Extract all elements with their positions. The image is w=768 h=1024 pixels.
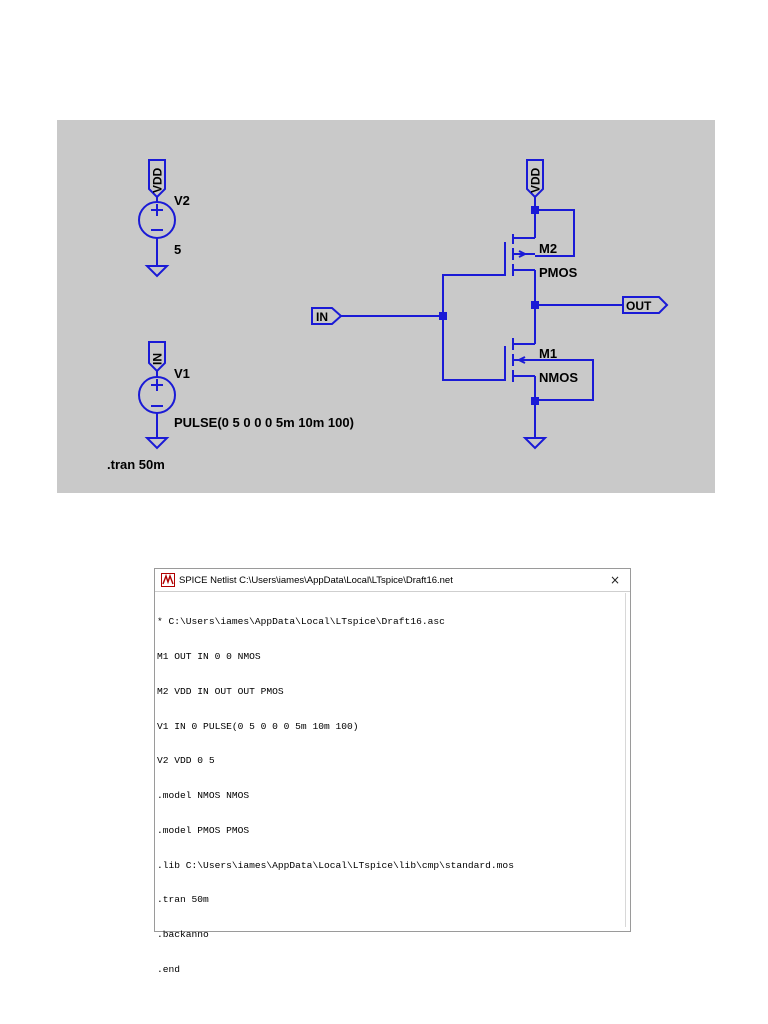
netlist-line: .model PMOS PMOS	[157, 824, 250, 836]
netlist-line: M1 OUT IN 0 0 NMOS	[157, 650, 261, 662]
close-icon[interactable]: ×	[609, 573, 621, 587]
in-port-label-left: IN	[151, 353, 165, 365]
window-title: SPICE Netlist C:\Users\iames\AppData\Loc…	[179, 574, 453, 586]
vdd-port-flag-right	[526, 159, 544, 199]
netlist-line: * C:\Users\iames\AppData\Local\LTspice\D…	[157, 616, 445, 628]
ground-icon	[144, 437, 170, 450]
vdd-port-label-left: VDD	[151, 167, 165, 193]
close-button[interactable]: ×	[606, 571, 624, 589]
v2-value-label: 5	[174, 242, 181, 257]
tran-directive[interactable]: .tran 50m	[107, 457, 165, 472]
window-titlebar[interactable]: SPICE Netlist C:\Users\iames\AppData\Loc…	[155, 569, 630, 592]
v1-name-label: V1	[174, 366, 190, 381]
out-port-label: OUT	[626, 299, 652, 313]
netlist-line: .tran 50m	[157, 894, 209, 906]
netlist-line: .model NMOS NMOS	[157, 790, 250, 802]
m1-model-label: NMOS	[539, 370, 578, 385]
v2-name-label: V2	[174, 193, 190, 208]
vdd-port-label-right: VDD	[529, 167, 543, 193]
schematic-drawing: VDD V2 5 IN V1 PULSE(0 5 0 0 0 5m 10m 10…	[107, 159, 669, 472]
m2-pmos-transistor[interactable]: M2 PMOS	[504, 234, 578, 280]
m1-nmos-transistor[interactable]: M1 NMOS	[504, 338, 578, 385]
m2-model-label: PMOS	[539, 265, 578, 280]
ltspice-app-icon	[161, 573, 175, 587]
netlist-line: V1 IN 0 PULSE(0 5 0 0 0 5m 10m 100)	[157, 720, 359, 732]
spice-netlist-window[interactable]: SPICE Netlist C:\Users\iames\AppData\Loc…	[154, 568, 631, 975]
out-port-flag	[622, 296, 669, 314]
netlist-line: .backanno	[157, 929, 209, 941]
v1-source[interactable]: IN V1 PULSE(0 5 0 0 0 5m 10m 100)	[138, 341, 354, 450]
v2-source[interactable]: VDD V2 5	[138, 159, 190, 278]
ground-icon	[144, 265, 170, 278]
m1-name-label: M1	[539, 346, 557, 361]
netlist-line: .lib C:\Users\iames\AppData\Local\LTspic…	[157, 859, 514, 871]
ground-icon	[522, 437, 548, 450]
in-port-flag-right	[311, 307, 343, 325]
netlist-line: .end	[157, 964, 181, 975]
netlist-line: V2 VDD 0 5	[157, 755, 215, 767]
vdd-port-flag-left	[148, 159, 166, 199]
v1-value-label: PULSE(0 5 0 0 0 5m 10m 100)	[174, 415, 354, 430]
schematic-canvas[interactable]: VDD V2 5 IN V1 PULSE(0 5 0 0 0 5m 10m 10…	[57, 120, 715, 493]
m2-name-label: M2	[539, 241, 557, 256]
netlist-line: M2 VDD IN OUT OUT PMOS	[157, 685, 284, 697]
in-port-label-right: IN	[316, 310, 328, 324]
netlist-text-area[interactable]: * C:\Users\iames\AppData\Local\LTspice\D…	[157, 593, 626, 975]
in-port-flag-left	[148, 341, 166, 373]
